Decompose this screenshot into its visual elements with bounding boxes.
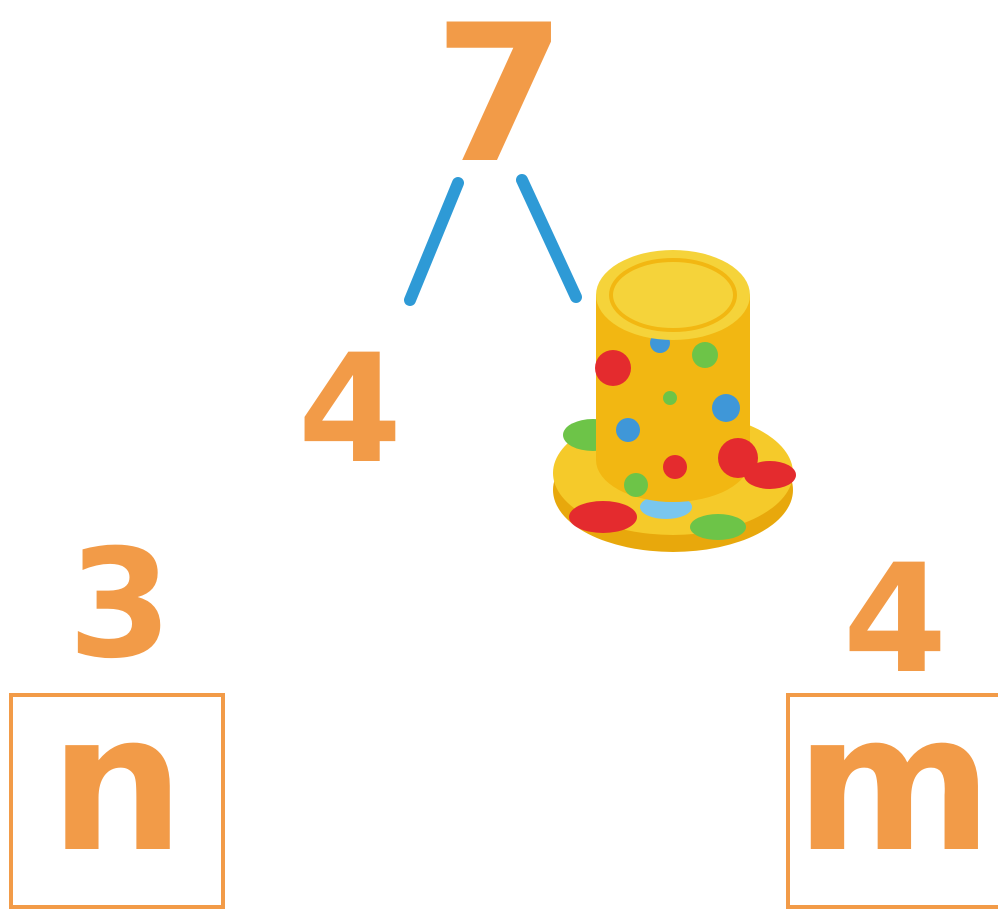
letter-m: m xyxy=(795,673,993,894)
part-number-left: 4 xyxy=(297,323,403,497)
letter-box-left: n xyxy=(9,689,225,909)
bottom-right-number: 4 xyxy=(842,533,948,707)
letter-n: n xyxy=(49,673,185,894)
crown-dot-green-2 xyxy=(624,473,648,497)
crown-dot-red-2 xyxy=(718,438,758,478)
left-branch-line xyxy=(404,177,464,306)
crown-dot-blue-3 xyxy=(616,418,640,442)
crown-dot-green-small xyxy=(663,391,677,405)
whole-number: 7 xyxy=(433,0,567,205)
hat-top xyxy=(596,250,750,340)
crown-dot-red-3 xyxy=(663,455,687,479)
right-branch-line xyxy=(516,174,582,303)
brim-dot-red-2 xyxy=(744,461,796,489)
party-top-hat-icon xyxy=(553,250,796,552)
crown-dot-green xyxy=(692,342,718,368)
bottom-left-number: 3 xyxy=(67,518,173,692)
letter-box-right: m xyxy=(786,689,998,909)
hat-top-ring xyxy=(609,258,737,332)
brim-dot-red xyxy=(569,501,637,533)
crown-dot-red xyxy=(595,350,631,386)
crown-dot-blue-2 xyxy=(712,394,740,422)
brim-dot-green-2 xyxy=(690,514,746,540)
